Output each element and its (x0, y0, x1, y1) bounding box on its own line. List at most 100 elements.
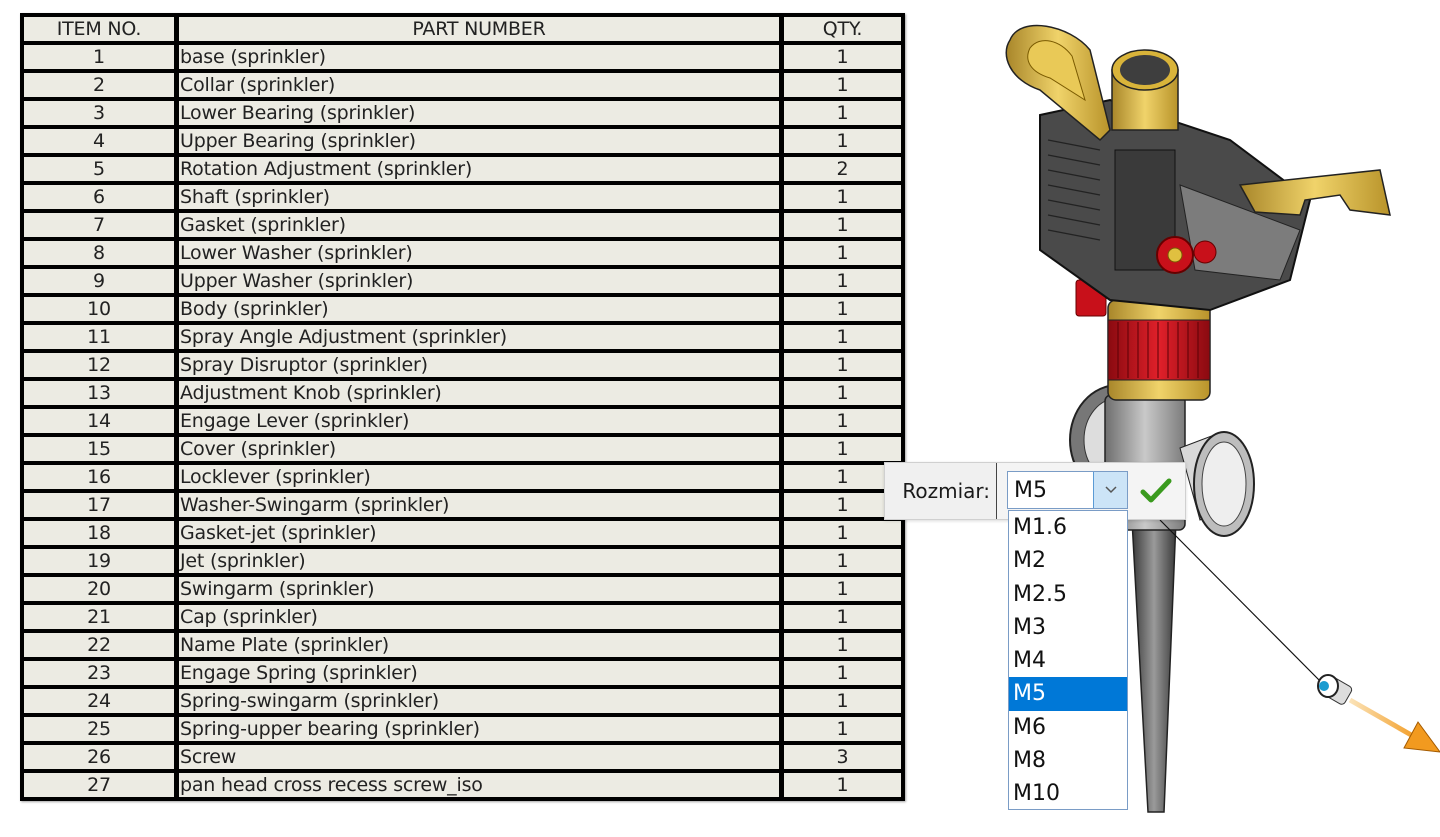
qty-cell: 1 (784, 129, 901, 153)
size-option[interactable]: M3 (1013, 614, 1046, 640)
qty-cell: 1 (784, 661, 901, 685)
screw-preview-icon[interactable] (1317, 674, 1353, 705)
sprinkler-assembly-model[interactable] (990, 10, 1440, 830)
part-number-cell: Cover (sprinkler) (179, 437, 779, 461)
qty-cell: 1 (784, 353, 901, 377)
size-option[interactable]: M8 (1013, 748, 1046, 774)
qty-cell: 3 (784, 745, 901, 769)
checkmark-icon (1140, 478, 1172, 503)
part-number-cell: Collar (sprinkler) (179, 73, 779, 97)
qty-cell: 1 (784, 605, 901, 629)
item-no-cell: 5 (24, 157, 174, 181)
size-option[interactable]: M5 (1009, 677, 1127, 711)
item-no-cell: 4 (24, 129, 174, 153)
header-item-no: ITEM NO. (24, 17, 174, 41)
size-combobox-value[interactable]: M5 (1014, 478, 1047, 503)
item-no-cell: 8 (24, 241, 174, 265)
size-option[interactable]: M2 (1013, 548, 1046, 574)
item-no-cell: 18 (24, 521, 174, 545)
part-number-cell: Screw (179, 745, 779, 769)
qty-cell: 1 (784, 493, 901, 517)
sprinkler-cap (1111, 49, 1179, 131)
size-option[interactable]: M10 (1013, 781, 1060, 807)
qty-cell: 1 (784, 45, 901, 69)
item-no-cell: 13 (24, 381, 174, 405)
qty-cell: 1 (784, 633, 901, 657)
qty-cell: 1 (784, 437, 901, 461)
confirm-button[interactable] (1139, 475, 1173, 507)
chevron-down-icon[interactable] (1093, 472, 1127, 508)
size-option[interactable]: M2.5 (1013, 581, 1067, 607)
size-option[interactable]: M6 (1013, 714, 1046, 740)
item-no-cell: 17 (24, 493, 174, 517)
part-number-cell: Lower Washer (sprinkler) (179, 241, 779, 265)
item-no-cell: 19 (24, 549, 174, 573)
item-no-cell: 26 (24, 745, 174, 769)
part-number-cell: Shaft (sprinkler) (179, 185, 779, 209)
part-number-cell: base (sprinkler) (179, 45, 779, 69)
qty-cell: 1 (784, 717, 901, 741)
sprinkler-collar (1075, 279, 1211, 401)
item-no-cell: 23 (24, 661, 174, 685)
size-option[interactable]: M4 (1013, 648, 1046, 674)
part-number-cell: Lower Bearing (sprinkler) (179, 101, 779, 125)
qty-cell: 1 (784, 381, 901, 405)
item-no-cell: 21 (24, 605, 174, 629)
item-no-cell: 15 (24, 437, 174, 461)
qty-cell: 1 (784, 297, 901, 321)
item-no-cell: 3 (24, 101, 174, 125)
part-number-cell: Swingarm (sprinkler) (179, 577, 779, 601)
size-option[interactable]: M1.6 (1013, 515, 1067, 540)
part-number-cell: Jet (sprinkler) (179, 549, 779, 573)
part-number-cell: Engage Spring (sprinkler) (179, 661, 779, 685)
bom-header-row: ITEM NO. PART NUMBER QTY. (24, 17, 901, 41)
part-number-cell: Upper Washer (sprinkler) (179, 269, 779, 293)
part-number-cell: Spray Angle Adjustment (sprinkler) (179, 325, 779, 349)
item-no-cell: 12 (24, 353, 174, 377)
item-no-cell: 6 (24, 185, 174, 209)
qty-cell: 1 (784, 409, 901, 433)
qty-cell: 1 (784, 73, 901, 97)
item-no-cell: 27 (24, 773, 174, 797)
part-number-cell: Gasket (sprinkler) (179, 213, 779, 237)
item-no-cell: 7 (24, 213, 174, 237)
item-no-cell: 10 (24, 297, 174, 321)
size-combobox[interactable]: M5 (1007, 471, 1128, 509)
part-number-cell: pan head cross recess screw_iso (179, 773, 779, 797)
qty-cell: 1 (784, 325, 901, 349)
part-number-cell: Washer-Swingarm (sprinkler) (179, 493, 779, 517)
direction-arrow-icon[interactable] (1348, 697, 1440, 753)
part-number-cell: Spray Disruptor (sprinkler) (179, 353, 779, 377)
item-no-cell: 1 (24, 45, 174, 69)
part-number-cell: Spring-upper bearing (sprinkler) (179, 717, 779, 741)
part-number-cell: Rotation Adjustment (sprinkler) (179, 157, 779, 181)
part-number-cell: Name Plate (sprinkler) (179, 633, 779, 657)
item-no-cell: 20 (24, 577, 174, 601)
item-no-cell: 14 (24, 409, 174, 433)
item-no-cell: 9 (24, 269, 174, 293)
part-number-cell: Adjustment Knob (sprinkler) (179, 381, 779, 405)
sprinkler-spike (1131, 519, 1177, 813)
